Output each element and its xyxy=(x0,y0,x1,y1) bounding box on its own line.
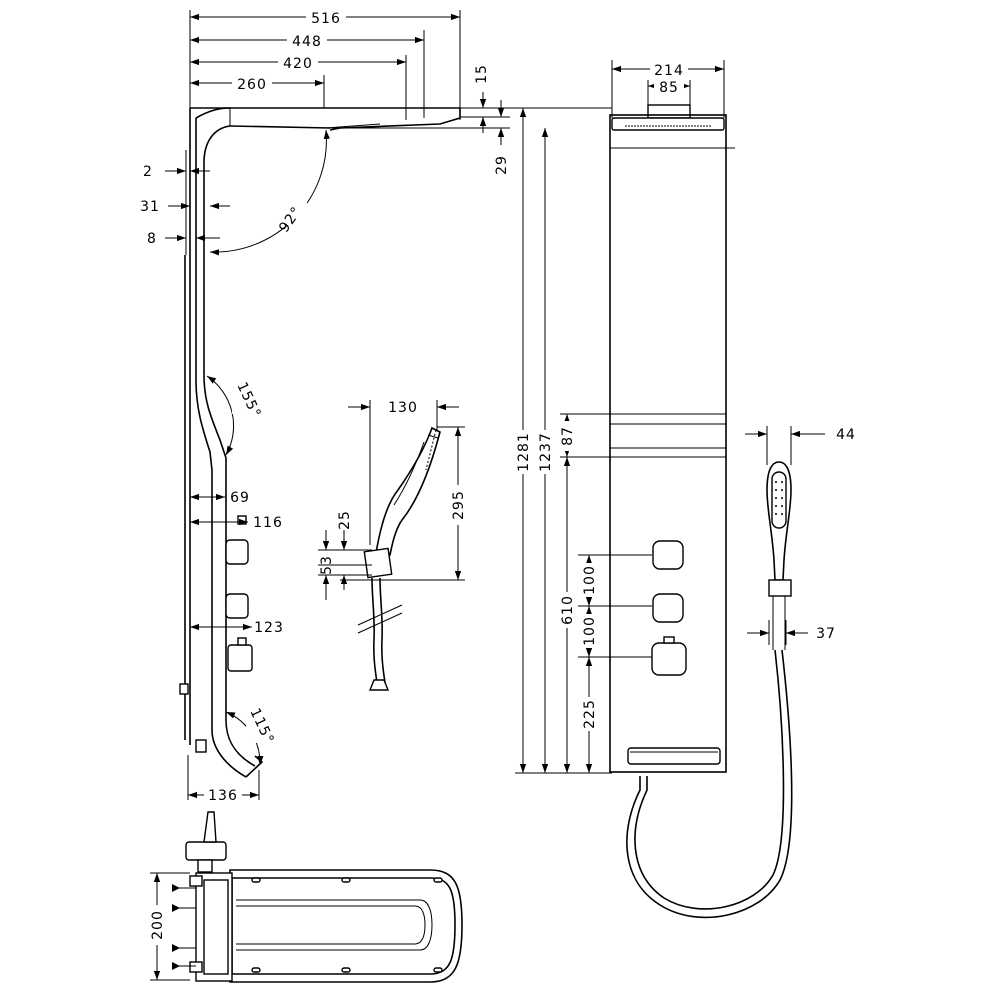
dim-label-2: 2 xyxy=(143,164,153,180)
dim-label-1237: 1237 xyxy=(538,432,554,472)
hand-shower-front-view: 44 37 xyxy=(745,426,856,650)
front-button-1 xyxy=(652,540,684,570)
dim-label-100-upper: 100 xyxy=(582,565,598,595)
dim-label-610: 610 xyxy=(560,595,576,625)
dim-label-8: 8 xyxy=(147,231,157,247)
dim-label-25: 25 xyxy=(337,510,353,530)
dim-label-130: 130 xyxy=(388,400,418,416)
dim-label-116: 116 xyxy=(253,515,283,531)
top-view-plate xyxy=(229,869,463,983)
dim-260: 260 xyxy=(190,74,324,93)
side-view: 516 448 420 260 15 29 xyxy=(140,8,510,804)
dim-label-53: 53 xyxy=(319,555,335,575)
dim-label-15: 15 xyxy=(474,64,490,84)
dim-label-295: 295 xyxy=(451,490,467,520)
front-thermostat xyxy=(651,642,687,676)
dim-label-260: 260 xyxy=(237,77,267,93)
dim-label-136: 136 xyxy=(208,788,238,804)
dim-label-516: 516 xyxy=(311,11,341,27)
dim-label-29: 29 xyxy=(494,155,510,175)
dim-label-123: 123 xyxy=(254,620,284,636)
dim-label-420: 420 xyxy=(283,56,313,72)
dim-label-448: 448 xyxy=(292,34,322,50)
dim-420: 420 xyxy=(190,53,406,72)
dim-label-69: 69 xyxy=(230,490,250,506)
dim-516: 516 xyxy=(190,8,460,27)
side-valve-2 xyxy=(225,593,249,619)
dim-label-1281: 1281 xyxy=(516,432,532,472)
dim-label-214: 214 xyxy=(654,63,684,79)
top-view: 200 xyxy=(148,811,463,983)
dim-label-87: 87 xyxy=(560,426,576,446)
side-thermostat xyxy=(227,644,253,672)
dim-label-44: 44 xyxy=(836,427,856,443)
dim-label-31: 31 xyxy=(140,199,160,215)
side-valve-1 xyxy=(225,539,249,565)
dim-448: 448 xyxy=(190,31,424,50)
dim-label-85: 85 xyxy=(659,80,679,96)
dim-label-200: 200 xyxy=(150,910,166,940)
front-panel xyxy=(609,114,727,773)
front-view: 214 85 1281 1237 xyxy=(500,60,793,919)
dim-label-225: 225 xyxy=(582,699,598,729)
dim-label-37: 37 xyxy=(816,626,836,642)
dim-label-100-lower: 100 xyxy=(582,616,598,646)
hand-shower-side-view: 130 295 25 53 xyxy=(318,400,468,691)
front-button-2 xyxy=(652,593,684,623)
